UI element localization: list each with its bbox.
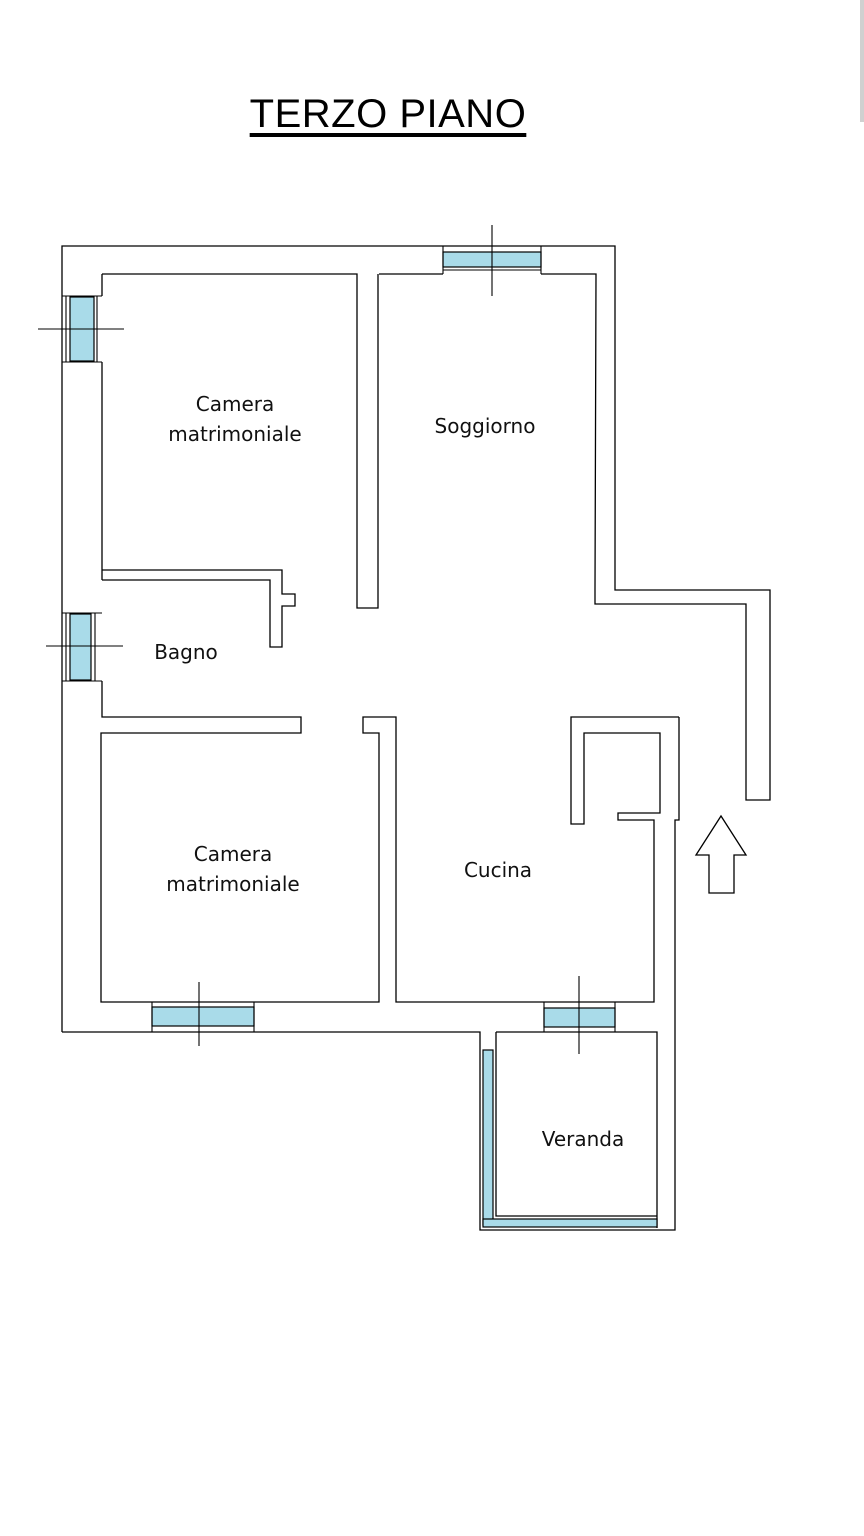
- room-label-camera-2: Camera matrimoniale: [166, 842, 300, 896]
- window-bottom-1: [151, 1006, 255, 1027]
- wall-camera-1: [101, 273, 379, 609]
- room-label-camera-1: Camera matrimoniale: [168, 392, 302, 446]
- scrollbar[interactable]: [860, 0, 864, 122]
- walls: [61, 245, 771, 1231]
- veranda-glass-left: [482, 1049, 494, 1226]
- room-label-cucina: Cucina: [463, 858, 533, 882]
- window-opening-marks: [38, 225, 580, 1054]
- wall-bagno: [101, 569, 296, 648]
- outer-wall-bottom: [62, 717, 680, 1231]
- veranda-glass-bottom: [482, 1218, 658, 1228]
- window-frames: [62, 246, 616, 1032]
- room-label-veranda: Veranda: [541, 1127, 625, 1151]
- entrance-arrow-icon: [694, 814, 748, 894]
- floor-title: TERZO PIANO: [249, 92, 527, 136]
- room-label-soggiorno: Soggiorno: [434, 414, 536, 438]
- window-left-2: [69, 613, 92, 681]
- room-label-bagno: Bagno: [154, 640, 218, 664]
- windows: [69, 251, 658, 1228]
- wall-veranda: [495, 1031, 658, 1228]
- outer-wall: [61, 245, 771, 1032]
- wall-bagno-lower: [100, 681, 679, 1003]
